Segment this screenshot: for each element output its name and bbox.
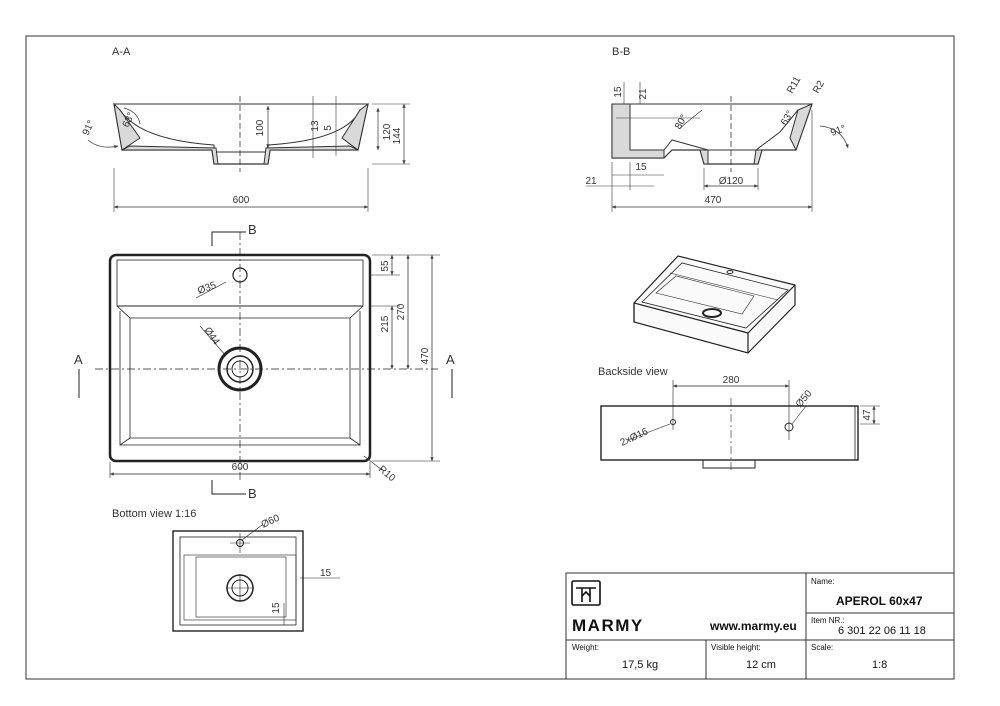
dim-top-r10: R10 <box>376 464 397 485</box>
dim-top-270: 270 <box>396 303 407 320</box>
bottom-view <box>172 524 340 632</box>
marmy-logo-icon <box>571 580 601 606</box>
title-block-frame <box>565 572 955 680</box>
dim-back-47: 47 <box>862 409 873 421</box>
weight-label: Weight: <box>572 643 599 652</box>
view-title-aa: A-A <box>112 46 131 58</box>
iso-view <box>633 255 796 354</box>
dim-top-470: 470 <box>420 347 431 364</box>
view-title-bottom: Bottom view 1:16 <box>112 508 197 520</box>
dim-bb-r11: R11 <box>785 74 804 95</box>
view-title-backside: Backside view <box>598 366 668 378</box>
weight-value: 17,5 kg <box>622 659 659 671</box>
dim-aa-13: 13 <box>310 120 321 132</box>
item-value: 6 301 22 06 11 18 <box>838 625 926 637</box>
dim-bb-91: 91° <box>829 123 847 139</box>
scale-value: 1:8 <box>872 659 888 671</box>
top-view <box>78 231 453 495</box>
item-label: Item NR.: <box>811 616 845 625</box>
dim-aa-144: 144 <box>392 127 403 144</box>
dim-top-215: 215 <box>380 315 391 332</box>
drawing-frame <box>25 35 955 680</box>
scale-label: Scale: <box>811 643 834 652</box>
dim-aa-width: 600 <box>233 195 250 206</box>
dim-bb-21-top: 21 <box>638 88 649 100</box>
dim-aa-120: 120 <box>382 123 393 140</box>
dim-bb-d120: Ø120 <box>719 176 744 187</box>
dim-bb-15-bottom: 15 <box>635 162 647 173</box>
dim-bottom-d60: Ø60 <box>260 513 282 531</box>
dim-bb-width: 470 <box>705 195 722 206</box>
dim-bb-15-top: 15 <box>613 86 624 98</box>
dim-back-280: 280 <box>723 375 740 386</box>
marker-b-bottom: B <box>248 486 257 501</box>
name-label: Name: <box>811 577 835 586</box>
backside-view <box>600 380 880 470</box>
dim-top-d35: Ø35 <box>196 280 218 297</box>
marker-a-right: A <box>446 352 455 367</box>
marker-a-left: A <box>74 352 83 367</box>
dim-aa-5: 5 <box>323 125 334 131</box>
visible-height-label: Visible height: <box>711 643 761 652</box>
dim-top-d44: Ø44 <box>202 325 222 347</box>
visible-height-value: 12 cm <box>746 659 776 671</box>
dim-back-2x16: 2xØ16 <box>619 426 651 449</box>
dim-bb-21-bottom: 21 <box>585 176 597 187</box>
section-bb <box>586 82 849 212</box>
dim-bottom-15a: 15 <box>320 568 332 579</box>
dim-aa-100: 100 <box>255 119 266 136</box>
dim-top-600: 600 <box>232 462 249 473</box>
brand-website: www.marmy.eu <box>710 619 797 633</box>
view-title-bb: B-B <box>612 46 631 58</box>
brand-name: MARMY <box>572 616 644 635</box>
dim-bottom-15b: 15 <box>271 602 282 614</box>
marker-b-top: B <box>248 222 257 237</box>
name-value: APEROL 60x47 <box>836 594 923 608</box>
dim-bb-r2: R2 <box>811 79 827 96</box>
dim-bb-80: 80° <box>673 113 690 132</box>
dim-aa-91: 91° <box>81 119 97 137</box>
section-aa <box>87 96 410 212</box>
dim-top-55: 55 <box>380 260 391 272</box>
